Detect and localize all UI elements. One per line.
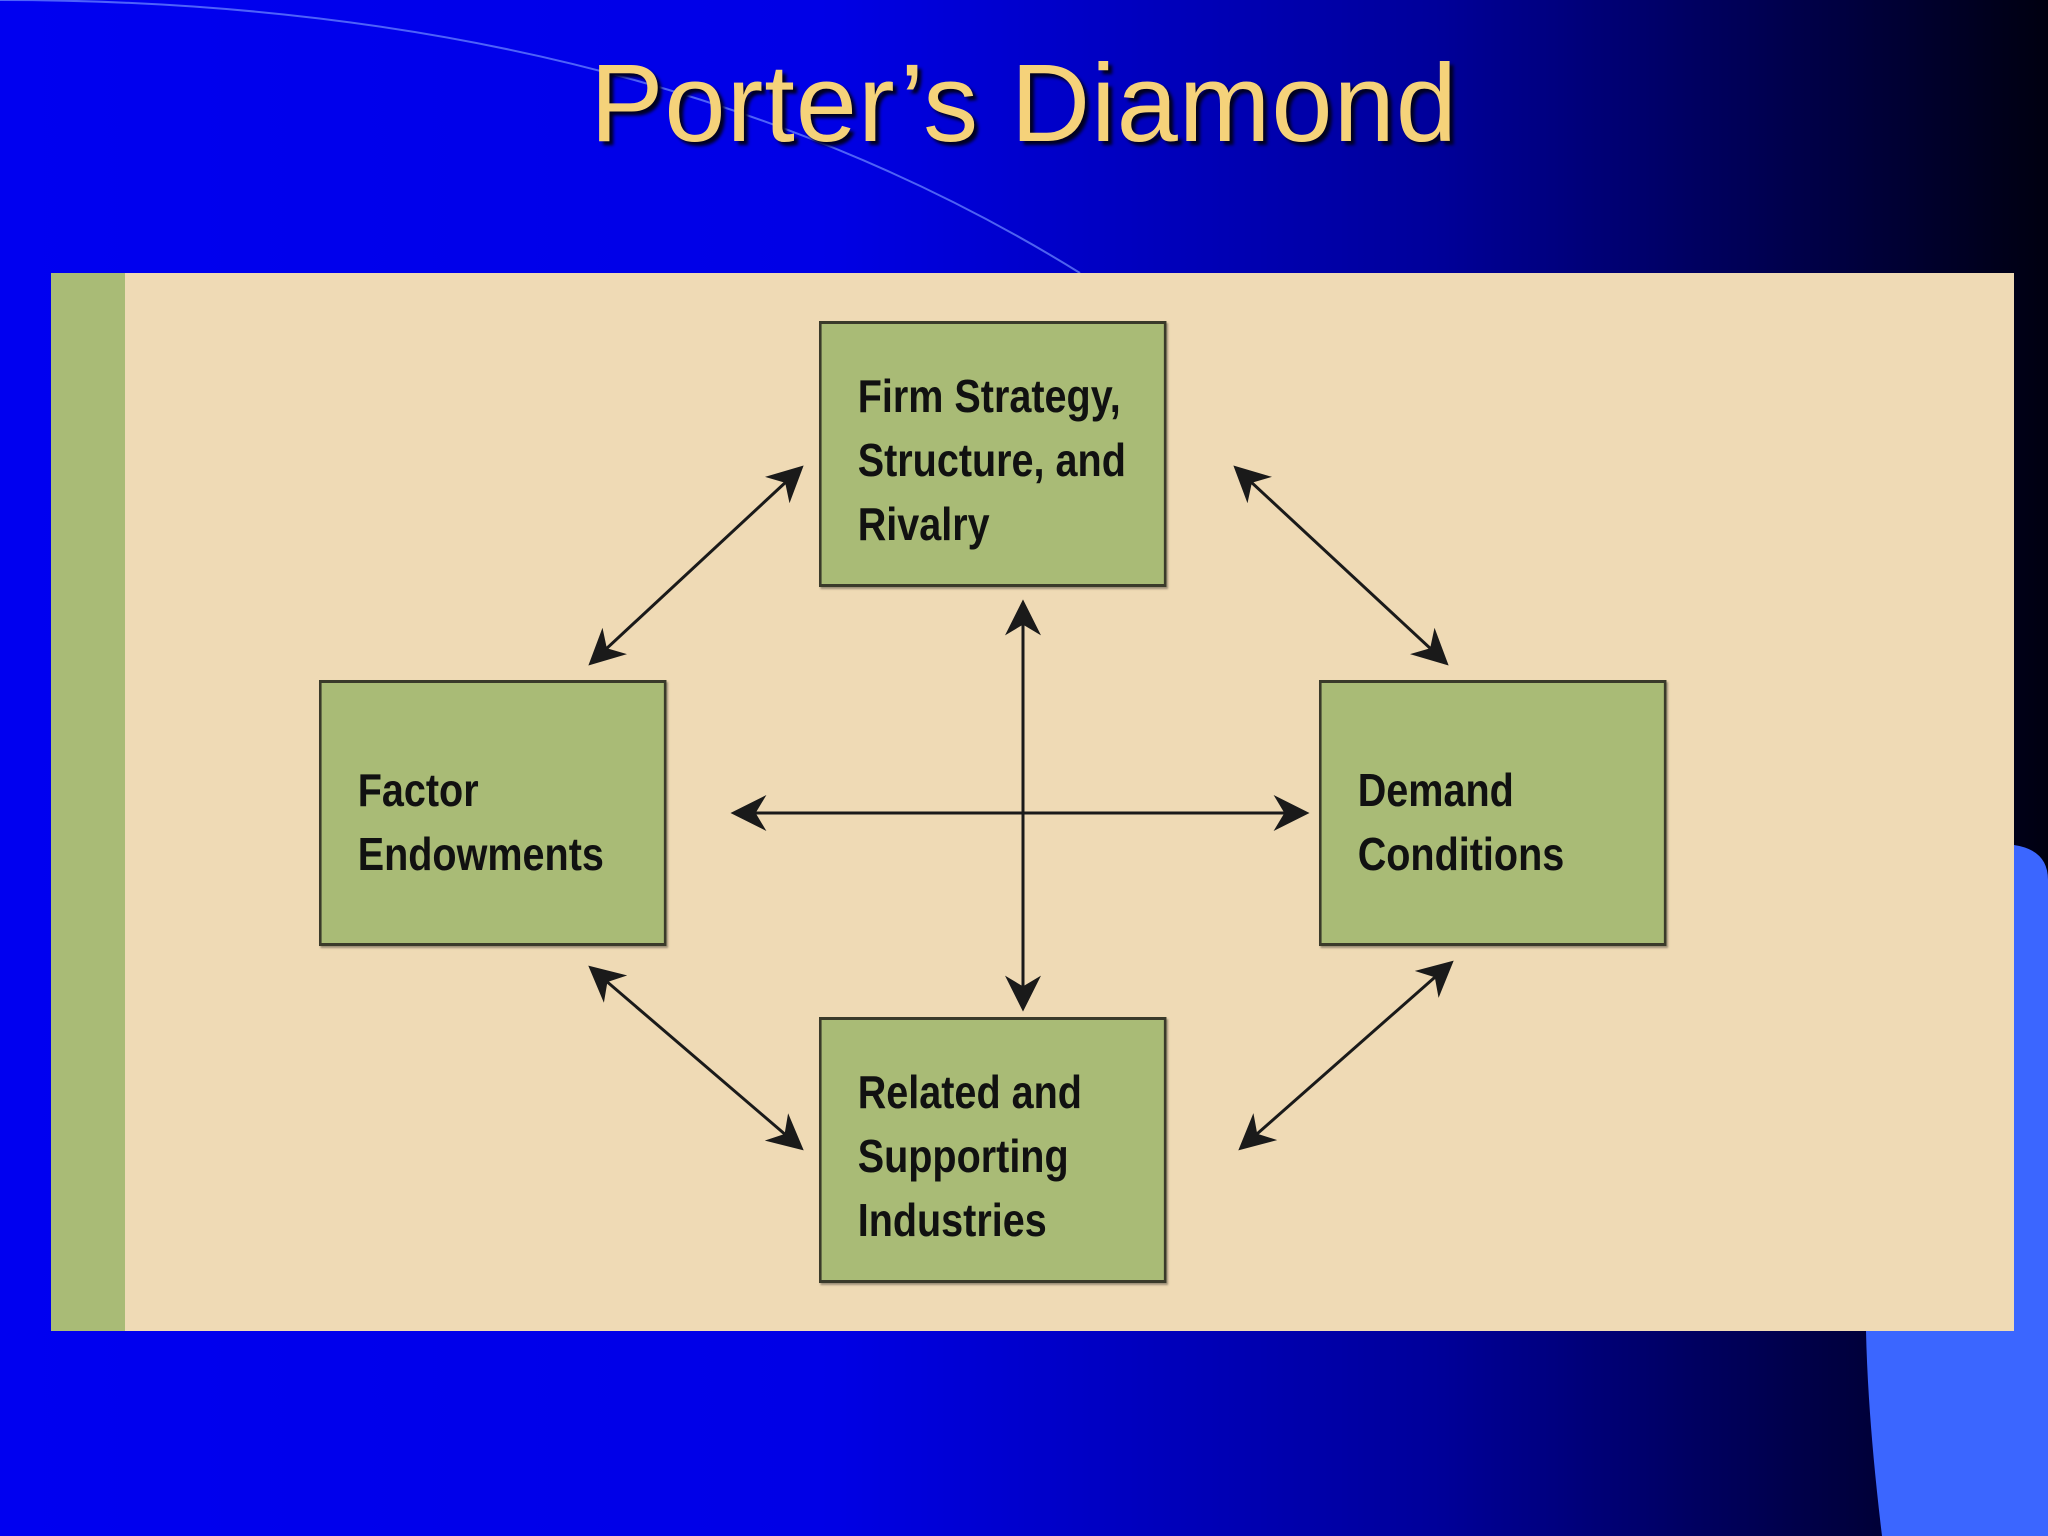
porters-diamond-figure: Firm Strategy, Structure, and Rivalry Fa… bbox=[51, 273, 2014, 1331]
arrow-top-left bbox=[588, 465, 804, 666]
box-demand-conditions-label: Demand Conditions bbox=[1357, 764, 1565, 880]
diagram-arrows bbox=[588, 465, 1454, 1151]
box-demand-conditions: Demand Conditions bbox=[1319, 680, 1667, 946]
slide-title: Porter’s Diamond bbox=[590, 42, 1458, 165]
box-factor-endowments-label: Factor Endowments bbox=[357, 764, 604, 880]
arrow-bottom-right bbox=[1238, 960, 1454, 1151]
arrow-bottom-left bbox=[588, 965, 804, 1151]
decorative-arc bbox=[0, 0, 1081, 274]
decorative-corner-shape bbox=[1866, 845, 2048, 1536]
box-firm-strategy-label: Firm Strategy, Structure, and Rivalry bbox=[857, 370, 1126, 550]
box-factor-endowments: Factor Endowments bbox=[319, 680, 667, 946]
box-firm-strategy: Firm Strategy, Structure, and Rivalry bbox=[819, 321, 1167, 587]
box-related-supporting-label: Related and Supporting Industries bbox=[857, 1066, 1082, 1246]
box-related-supporting: Related and Supporting Industries bbox=[819, 1017, 1167, 1283]
arrow-top-right bbox=[1233, 465, 1449, 666]
figure-accent-stripe bbox=[51, 273, 125, 1331]
